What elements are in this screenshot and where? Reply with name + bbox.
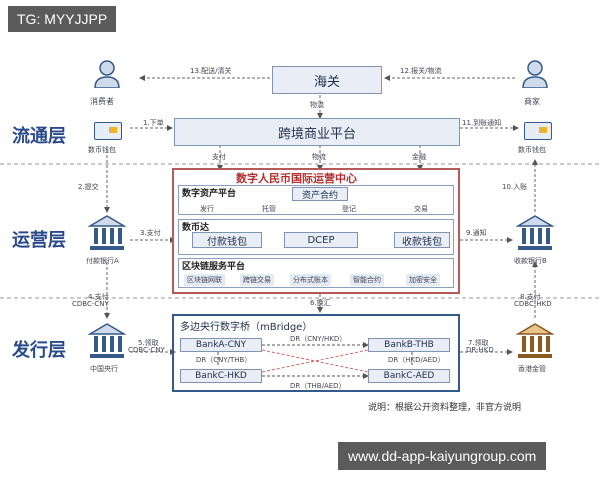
- flow-11: 11.到账通知: [462, 119, 502, 127]
- cross-border-platform: 跨境商业平台: [174, 118, 460, 146]
- chain-item: 加密安全: [406, 274, 440, 286]
- flow-8-sub: CDBC-HKD: [514, 300, 552, 308]
- asset-item: 托管: [262, 205, 276, 213]
- pay-bank-label: 付款银行A: [86, 257, 119, 265]
- wallet-left-label: 数币钱包: [88, 146, 116, 154]
- flow-5-sub: CDBC-CNY: [128, 346, 165, 354]
- watermark-top: TG: MYYJJPP: [8, 6, 117, 32]
- flow-3: 3.支付: [140, 229, 161, 237]
- flow-10: 10.入账: [502, 183, 528, 191]
- dr-cny-thb: DR（CNY/THB）: [196, 356, 252, 364]
- watermark-bottom: www.dd-app-kaiyungroup.com: [338, 442, 547, 470]
- merchant-avatar-icon: [520, 58, 550, 89]
- customs-box: 海关: [272, 66, 382, 94]
- flow-4: 4.支付: [88, 293, 109, 301]
- flow-12: 12.报关/物流: [400, 67, 442, 75]
- mbridge-frame: [172, 314, 460, 392]
- dr-hkd-aed: DR（HKD/AED）: [388, 356, 445, 364]
- central-bank-icon: [87, 322, 127, 362]
- mbridge-title: 多边央行数字桥（mBridge）: [180, 322, 313, 333]
- chain-item: 分布式账本: [290, 274, 331, 286]
- flow-7: 7.领取: [468, 339, 489, 347]
- wallet-right-label: 数币钱包: [518, 146, 546, 154]
- consumer-label: 消费者: [90, 97, 114, 106]
- flow-5: 5.领取: [138, 339, 159, 347]
- operation-center-title: 数字人民币国际运营中心: [236, 172, 357, 185]
- bank-a-cny: BankA-CNY: [180, 338, 262, 352]
- pay-bank-icon: [87, 214, 127, 254]
- bank-c-hkd: BankC-HKD: [180, 369, 262, 383]
- footnote: 说明：根据公开资料整理，非官方说明: [368, 403, 522, 413]
- chain-item: 智能合约: [350, 274, 384, 286]
- hkma-icon: [515, 322, 555, 362]
- flow-8: 8.支付: [520, 293, 541, 301]
- hkma-label: 香港金管: [518, 365, 546, 373]
- merchant-label: 商家: [524, 97, 540, 106]
- consumer-avatar-icon: [92, 58, 122, 89]
- flow-2: 2.提交: [78, 183, 99, 191]
- chain-section-title: 区块链服务平台: [182, 262, 246, 272]
- flow-logistics-2: 物流: [312, 153, 326, 161]
- dcep-section-frame: [178, 219, 454, 255]
- dcep-section-title: 数币达: [182, 223, 210, 233]
- chain-item: 跨链交易: [240, 274, 274, 286]
- dr-thb-aed: DR（THB/AED）: [290, 382, 346, 390]
- asset-platform-frame: [178, 185, 454, 215]
- layer-operation: 运营层: [12, 230, 66, 251]
- chain-section-frame: [178, 258, 454, 288]
- flow-pay: 支付: [212, 153, 226, 161]
- flow-6: 6.换汇: [310, 299, 331, 307]
- wallet-right-icon: [524, 122, 552, 140]
- asset-platform-title: 数字资产平台: [182, 189, 237, 199]
- asset-item: 发行: [200, 205, 214, 213]
- asset-item: 登记: [342, 205, 356, 213]
- bank-b-thb: BankB-THB: [368, 338, 450, 352]
- flow-4-sub: CDBC-CNY: [72, 300, 109, 308]
- asset-item: 交易: [414, 205, 428, 213]
- asset-contract-box: 资产合约: [292, 187, 348, 201]
- layer-circulation: 流通层: [12, 126, 66, 147]
- flow-logistics: 物流: [310, 101, 324, 109]
- bank-c-aed: BankC-AED: [368, 369, 450, 383]
- wallet-left-icon: [94, 122, 122, 140]
- dcep-box: DCEP: [284, 232, 358, 248]
- layer-issuance: 发行层: [12, 340, 66, 361]
- flow-finance: 金融: [412, 153, 426, 161]
- dr-cny-hkd: DR（CNY/HKD）: [290, 335, 347, 343]
- receive-bank-label: 收款银行B: [514, 257, 547, 265]
- receive-bank-icon: [515, 214, 555, 254]
- chain-item: 区块链网联: [184, 274, 225, 286]
- flow-13: 13.配送/清关: [190, 67, 232, 75]
- central-bank-label: 中国央行: [90, 365, 118, 373]
- pay-wallet-box: 付款钱包: [192, 232, 262, 248]
- flow-9: 9.通知: [466, 229, 487, 237]
- flow-1: 1.下单: [143, 119, 164, 127]
- flow-7-sub: DR-HKD: [466, 346, 494, 354]
- receive-wallet-box: 收款钱包: [394, 232, 450, 248]
